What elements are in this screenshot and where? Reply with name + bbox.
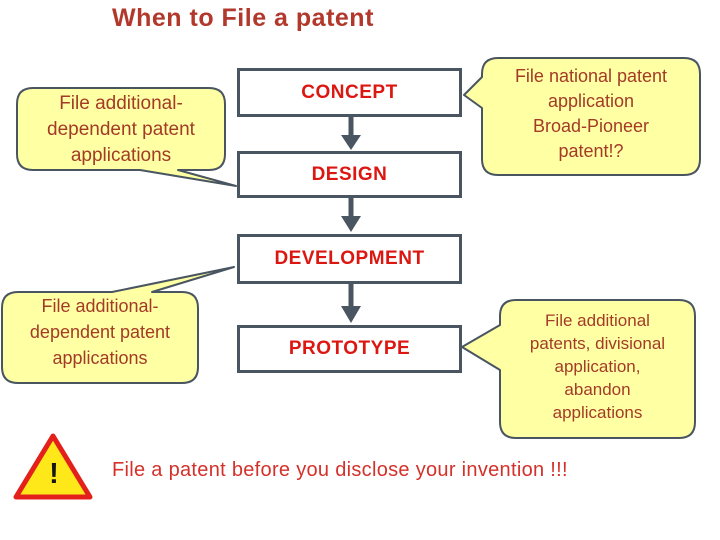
- flow-box-design-label: DESIGN: [311, 163, 388, 185]
- callout-bottom-right-text: File additional patents, divisional appl…: [529, 311, 666, 422]
- arrow-development-to-prototype: [341, 284, 361, 323]
- callout-top-left-bubble: [16, 87, 237, 187]
- flow-box-concept: CONCEPT: [237, 68, 462, 117]
- callout-bottom-right-bubble: [461, 299, 696, 439]
- warning-triangle-icon: [13, 433, 93, 500]
- callout-top-left-text: File additional- dependent patent applic…: [47, 93, 195, 166]
- footer-message: File a patent before you disclose your i…: [112, 459, 568, 481]
- callout-mid-left-text: File additional- dependent patent applic…: [29, 296, 171, 368]
- flow-box-development-label: DEVELOPMENT: [274, 248, 425, 269]
- flow-box-design: DESIGN: [237, 151, 462, 198]
- arrow-design-to-development: [341, 198, 361, 232]
- callout-top-right-text: File national patent application Broad-P…: [514, 66, 668, 161]
- flow-box-concept-label: CONCEPT: [301, 81, 398, 103]
- flow-box-prototype-label: PROTOTYPE: [288, 338, 411, 359]
- flow-box-development: DEVELOPMENT: [237, 234, 462, 284]
- callout-top-right-bubble: [463, 57, 701, 176]
- slide-title: When to File a patent: [112, 4, 374, 32]
- arrow-concept-to-design: [341, 117, 361, 150]
- callout-mid-left-bubble: [1, 266, 235, 384]
- flow-box-prototype: PROTOTYPE: [237, 325, 462, 373]
- warning-exclamation-label: !: [49, 458, 59, 490]
